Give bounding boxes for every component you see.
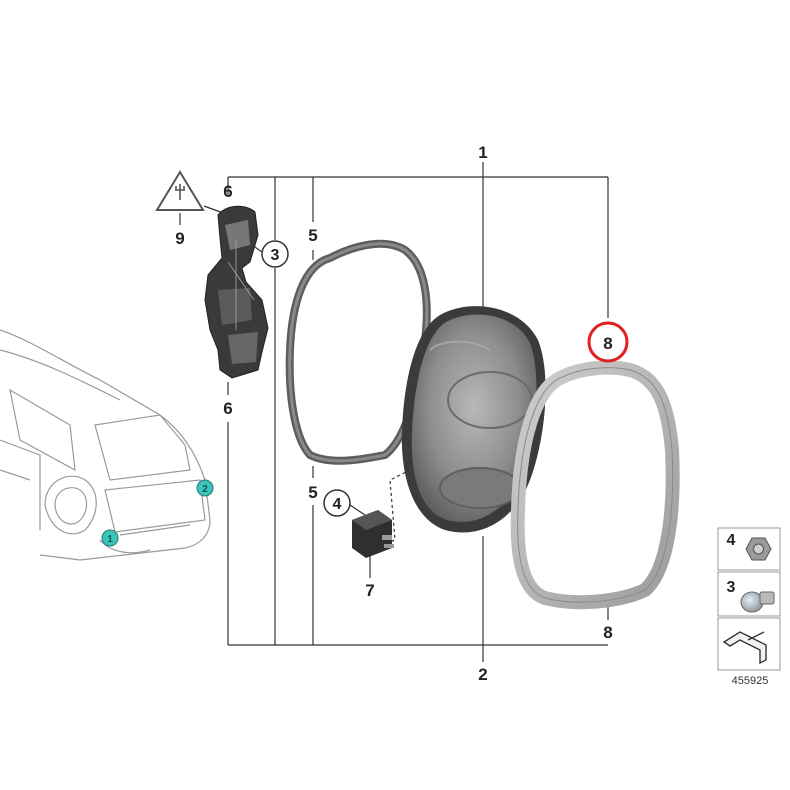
callout-8-highlight <box>587 321 629 363</box>
bulb-icon <box>740 591 775 613</box>
callout-6-bottom: 6 <box>223 399 232 418</box>
callout-5-top: 5 <box>308 226 317 245</box>
gasket-5[interactable] <box>285 239 431 465</box>
car-marker-2-label: 2 <box>202 484 208 495</box>
hex-nut-icon <box>745 537 772 561</box>
callout-2: 2 <box>478 665 487 684</box>
callout-8-bottom: 8 <box>603 623 612 642</box>
bracket-icon <box>722 631 767 665</box>
callout-7: 7 <box>365 581 374 600</box>
car-sketch <box>0 329 211 561</box>
warning-plug-icon <box>155 170 205 211</box>
callout-9: 9 <box>175 229 184 248</box>
trim-frame-8[interactable] <box>510 360 680 610</box>
callout-6-top: 6 <box>223 182 232 201</box>
car-marker-1-label: 1 <box>107 534 113 545</box>
car-marker-2[interactable] <box>196 479 214 497</box>
callout-5-bottom: 5 <box>308 483 317 502</box>
callout-4: 4 <box>333 496 342 513</box>
legend-bulb-label: 3 <box>727 579 736 596</box>
car-marker-1[interactable] <box>101 529 119 547</box>
diagram-id: 455925 <box>732 675 769 687</box>
callout-4-circle <box>323 489 351 517</box>
callout-8: 8 <box>603 334 612 353</box>
legend-nut-label: 4 <box>727 532 736 549</box>
tail-lamp[interactable] <box>401 306 546 533</box>
callout-3: 3 <box>271 247 280 264</box>
callout-1: 1 <box>478 143 487 162</box>
bulb-holder[interactable] <box>204 205 269 379</box>
socket[interactable] <box>352 510 394 558</box>
callout-3-circle <box>261 240 289 268</box>
